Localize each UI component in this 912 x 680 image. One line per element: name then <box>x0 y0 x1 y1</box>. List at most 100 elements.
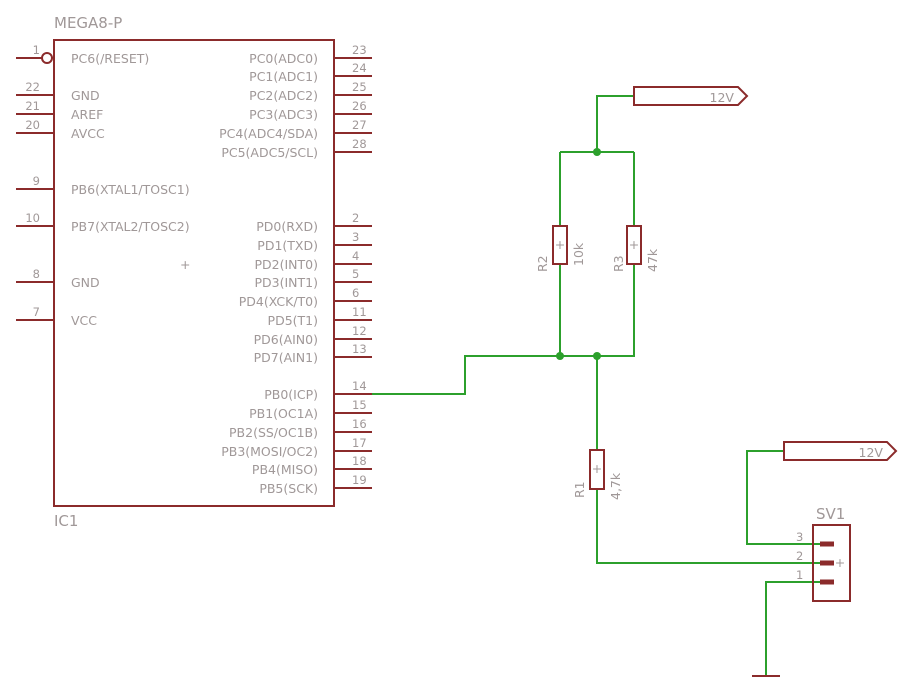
ic-pin-name: AVCC <box>71 126 105 141</box>
ic-pin-number: 26 <box>352 99 367 113</box>
ic-pin-name: PB0(ICP) <box>264 387 318 402</box>
ic-pin-name: PB7(XTAL2/TOSC2) <box>71 219 190 234</box>
supply-label-right[interactable]: 12V <box>783 441 898 461</box>
resistor-r2-value: 10k <box>571 242 586 266</box>
wire-12v-top-to-node[interactable] <box>596 95 634 152</box>
resistor-r3[interactable]: + R3 47k <box>611 225 660 272</box>
svg-text:+: + <box>629 237 639 252</box>
ic-pin-name: PC3(ADC3) <box>249 107 318 122</box>
junction-dot <box>556 352 564 360</box>
ic-pin-number: 18 <box>352 454 367 468</box>
resistor-r1-name: R1 <box>572 481 587 498</box>
ic-pin-name: PB3(MOSI/OC2) <box>221 444 318 459</box>
resistor-r1[interactable]: + R1 4,7k <box>572 449 623 500</box>
ic-pin-number: 28 <box>352 137 367 151</box>
ic-pin-name: GND <box>71 88 100 103</box>
ic-pin-number: 24 <box>352 61 367 75</box>
connector-sv1[interactable]: SV1 + 3 2 1 <box>796 505 851 602</box>
connector-pin-number: 1 <box>796 568 803 582</box>
ic-right-pins: 23PC0(ADC0)24PC1(ADC1)25PC2(ADC2)26PC3(A… <box>219 43 372 496</box>
ic-pin-name: PB2(SS/OC1B) <box>229 425 318 440</box>
wire-12v-right-to-sv1-pin3[interactable] <box>746 450 822 545</box>
ic-pin-number: 5 <box>352 267 359 281</box>
ic-origin-cross: + <box>180 257 190 272</box>
ic-designator-label: IC1 <box>54 512 78 530</box>
ic-pin-number: 25 <box>352 80 367 94</box>
ic-pin-name: PD5(T1) <box>268 313 318 328</box>
ic-body <box>53 39 335 507</box>
ic-pin-number: 8 <box>33 267 40 281</box>
ic-pin-name: PD1(TXD) <box>257 238 318 253</box>
ic-mega8[interactable]: MEGA8-P IC1 + 1PC6(/RESET)22GND21AREF20A… <box>16 14 372 530</box>
ic-pin-name: AREF <box>71 107 103 122</box>
ic-pin-name: PC2(ADC2) <box>249 88 318 103</box>
ic-pin-name: GND <box>71 275 100 290</box>
connector-sv1-name: SV1 <box>816 505 845 523</box>
ic-pin-name: PB1(OC1A) <box>249 406 318 421</box>
wire-sv1-pin1-to-gnd[interactable] <box>765 581 822 676</box>
ic-pin-number: 1 <box>33 43 40 57</box>
ic-pin-number: 10 <box>25 211 40 225</box>
ic-pin-number: 4 <box>352 249 359 263</box>
ic-pin-name: PC6(/RESET) <box>71 51 149 66</box>
ic-pin-number: 20 <box>25 118 40 132</box>
ic-pin-name: PC1(ADC1) <box>249 69 318 84</box>
ic-pin-name: PD6(AIN0) <box>254 332 318 347</box>
connector-pin-number: 2 <box>796 549 803 563</box>
ic-pin-number: 11 <box>352 305 367 319</box>
ic-pin-name: PD3(INT1) <box>255 275 319 290</box>
ic-pin-number: 13 <box>352 342 367 356</box>
ic-pin-name: PC4(ADC4/SDA) <box>219 126 318 141</box>
resistor-r2[interactable]: + R2 10k <box>535 225 586 272</box>
wire-pb0-to-node[interactable] <box>372 355 597 395</box>
ic-pin-name: PD7(AIN1) <box>254 350 318 365</box>
wires <box>372 95 822 676</box>
connector-pin-number: 3 <box>796 530 803 544</box>
ic-pin-number: 9 <box>33 174 40 188</box>
wire-r3-bottom[interactable] <box>597 264 635 357</box>
supply-label-top-text: 12V <box>710 90 735 105</box>
ic-pin-number: 12 <box>352 324 367 338</box>
ic-pin-number: 3 <box>352 230 359 244</box>
ic-pin-name: PC0(ADC0) <box>249 51 318 66</box>
ic-pin-number: 17 <box>352 436 367 450</box>
wire-r1-to-sv1-pin2[interactable] <box>596 489 822 564</box>
resistor-r3-value: 47k <box>645 248 660 272</box>
ic-pin-name: PD0(RXD) <box>256 219 318 234</box>
ic-pin-number: 22 <box>25 80 40 94</box>
ic-pin-number: 15 <box>352 398 367 412</box>
ic-pin-number: 2 <box>352 211 359 225</box>
supply-label-right-text: 12V <box>859 445 884 460</box>
ic-pin-number: 6 <box>352 286 359 300</box>
svg-text:+: + <box>835 555 845 570</box>
supply-label-top[interactable]: 12V <box>633 86 749 106</box>
